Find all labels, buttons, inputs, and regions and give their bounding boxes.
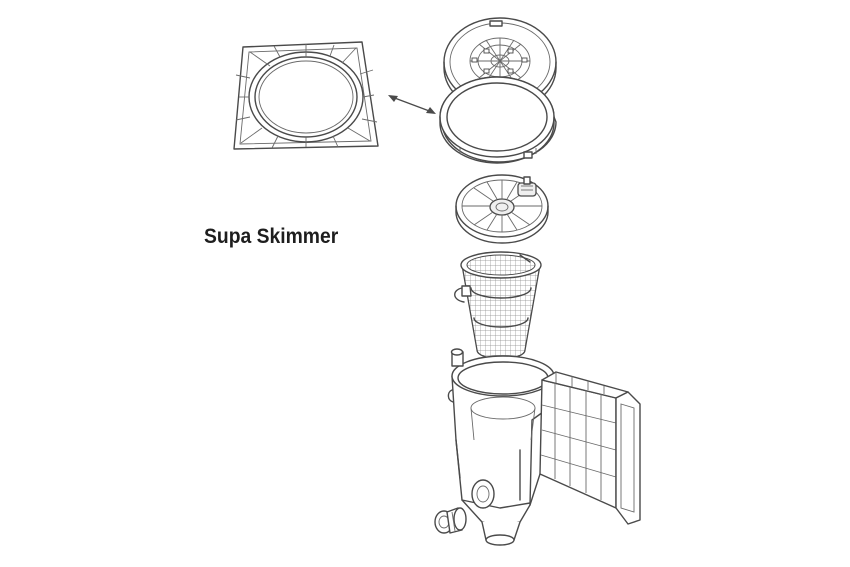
double-arrow bbox=[388, 95, 436, 114]
strainer-basket bbox=[454, 251, 542, 360]
mouth-frame bbox=[529, 371, 641, 525]
square-frame bbox=[233, 41, 379, 150]
weir-door bbox=[455, 174, 549, 244]
lid-ring bbox=[439, 76, 557, 164]
float-valve bbox=[517, 176, 537, 197]
skimmer-body bbox=[447, 348, 555, 546]
diagram-title: Supa Skimmer bbox=[204, 225, 339, 248]
side-fitting bbox=[434, 507, 467, 534]
